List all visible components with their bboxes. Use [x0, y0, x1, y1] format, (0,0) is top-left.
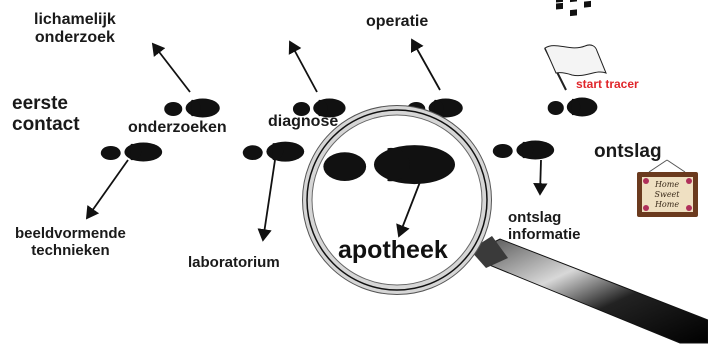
- label-operatie: operatie: [366, 13, 428, 31]
- footprint-icon: [323, 145, 455, 184]
- label-lichamelijk-onderzoek: lichamelijk onderzoek: [34, 11, 116, 47]
- sign-line: Home: [654, 200, 679, 209]
- label-beeldvormende-technieken: beeldvormende technieken: [15, 226, 126, 260]
- arrow: [153, 44, 190, 92]
- label-eerste-contact: eerste contact: [12, 93, 80, 136]
- sign-line: Sweet: [654, 190, 680, 199]
- label-ontslag-informatie: ontslag informatie: [508, 210, 581, 244]
- arrow: [263, 160, 275, 240]
- label-onderzoeken: onderzoeken: [128, 119, 227, 137]
- footprint-icon: [164, 99, 220, 118]
- arrow: [290, 42, 317, 92]
- sign-line: Home: [654, 180, 679, 189]
- label-apotheek: apotheek: [338, 236, 448, 264]
- footprint-icon: [101, 143, 162, 162]
- label-diagnose: diagnose: [268, 113, 338, 131]
- footprint-icon: [493, 141, 554, 160]
- home-sign-icon: Home Sweet Home: [637, 160, 698, 217]
- arrow: [87, 160, 128, 218]
- arrow: [399, 182, 420, 236]
- label-start-tracer: start tracer: [576, 78, 639, 91]
- arrow: [412, 40, 440, 90]
- label-ontslag: ontslag: [594, 141, 662, 162]
- footprint-icon: [243, 142, 304, 162]
- arrow: [540, 160, 541, 194]
- label-laboratorium: laboratorium: [188, 255, 280, 272]
- footprint-icon: [548, 98, 598, 117]
